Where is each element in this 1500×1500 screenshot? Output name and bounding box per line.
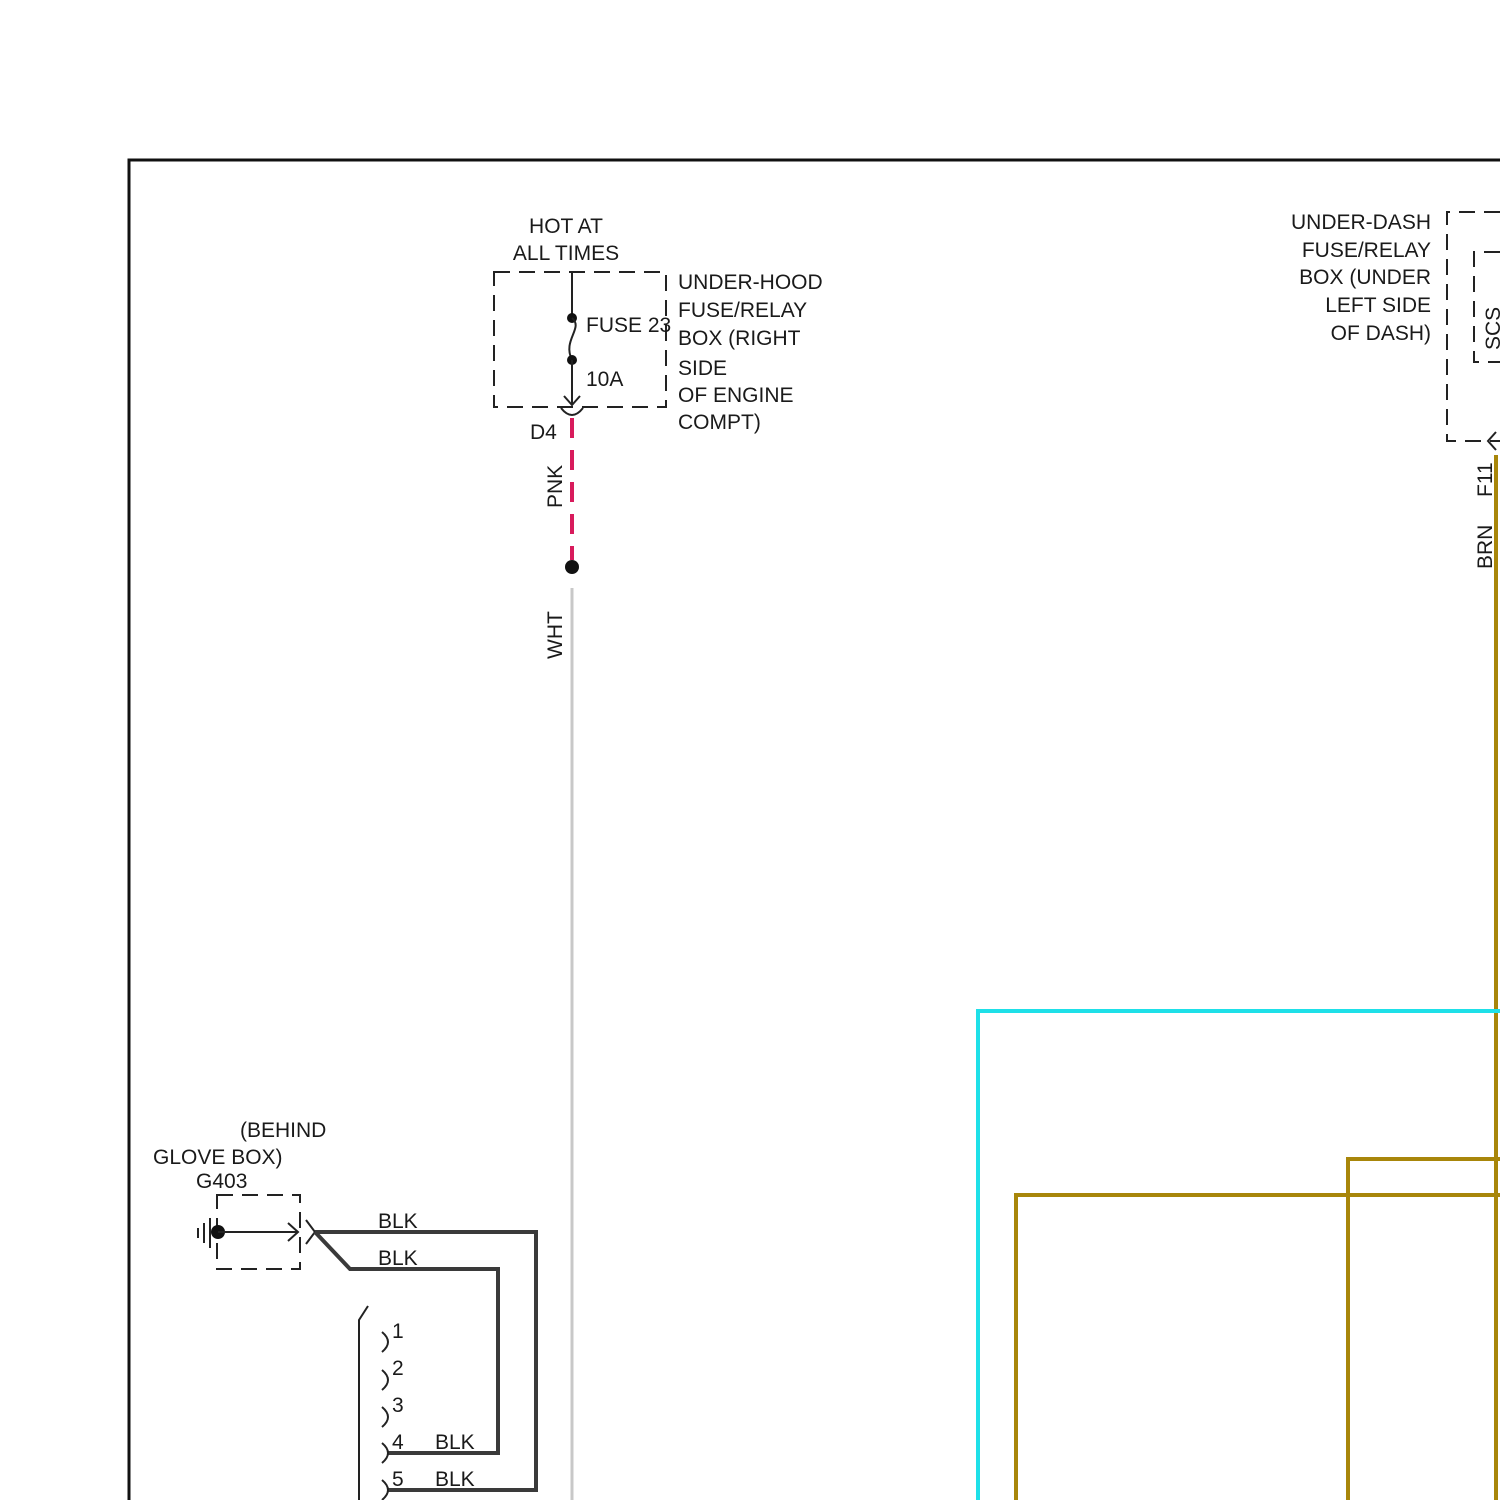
underhood-label-5: OF ENGINE: [678, 384, 794, 407]
connector-pin-4-icon: [382, 1443, 388, 1463]
underhood-label-3: BOX (RIGHT: [678, 327, 801, 350]
ground-location-line2: GLOVE BOX): [153, 1146, 283, 1169]
blk-wire-label-bottom: BLK: [378, 1247, 418, 1270]
underdash-label-3: BOX (UNDER: [1299, 266, 1431, 289]
connector-pin-2-icon: [382, 1370, 388, 1390]
connector-f11-label: F11: [1474, 462, 1497, 497]
fuse-name: FUSE 23: [586, 314, 671, 337]
connector-d4-label: D4: [530, 421, 557, 444]
connector-pin-5-label: 5: [392, 1468, 404, 1491]
underhood-label-1: UNDER-HOOD: [678, 271, 823, 294]
fuse-icon: [569, 318, 575, 360]
connector-d4-icon: [561, 408, 583, 415]
wht-wire-label: WHT: [544, 611, 567, 659]
underhood-label-4: SIDE: [678, 357, 727, 380]
connector-pin-5-wire: BLK: [435, 1468, 475, 1491]
underdash-label-1: UNDER-DASH: [1291, 211, 1431, 234]
connector-pin-3-icon: [382, 1407, 388, 1427]
underdash-label-2: FUSE/RELAY: [1302, 239, 1431, 262]
underdash-label-4: LEFT SIDE: [1325, 294, 1431, 317]
brn-branch-wire-1: [1016, 1195, 1500, 1500]
brn-branch-wire-2: [1348, 1159, 1500, 1500]
connector-pin-2-label: 2: [392, 1357, 404, 1380]
hot-at-line1: HOT AT: [529, 215, 603, 238]
underdash-fuse-box: UNDER-DASH FUSE/RELAY BOX (UNDER LEFT SI…: [1291, 211, 1500, 497]
underdash-partial-label: SCS: [1482, 307, 1500, 350]
ground-id: G403: [196, 1170, 247, 1193]
underdash-label-5: OF DASH): [1331, 322, 1431, 345]
underhood-fuse-box: HOT AT ALL TIMES FUSE 23 10A UNDER-HOOD …: [494, 215, 823, 444]
multi-pin-connector: 1 2 3 4 BLK 5 BLK: [359, 1306, 475, 1500]
fuse-rating: 10A: [586, 368, 623, 391]
cyan-wire: [978, 1011, 1500, 1500]
pnk-wire-label: PNK: [544, 465, 567, 508]
brn-wire-label: BRN: [1474, 525, 1497, 569]
ground-g403: (BEHIND GLOVE BOX) G403: [153, 1119, 326, 1269]
ground-connector-icon: [306, 1220, 315, 1244]
underhood-label-2: FUSE/RELAY: [678, 299, 807, 322]
blk-wire-label-top: BLK: [378, 1210, 418, 1233]
connector-body-outline: [359, 1306, 368, 1500]
underhood-box-outline: [494, 272, 666, 407]
underhood-label-6: COMPT): [678, 411, 761, 434]
connector-pin-1-label: 1: [392, 1320, 404, 1343]
ground-location-line1: (BEHIND: [240, 1119, 326, 1142]
splice-point: [565, 560, 579, 574]
connector-pin-3-label: 3: [392, 1394, 404, 1417]
connector-pin-1-icon: [382, 1332, 388, 1352]
connector-pin-5-icon: [382, 1480, 388, 1500]
diagram-frame: [129, 160, 1500, 1500]
hot-at-line2: ALL TIMES: [513, 242, 619, 265]
ground-icon: [198, 1218, 210, 1248]
connector-pin-4-label: 4: [392, 1431, 404, 1454]
connector-pin-4-wire: BLK: [435, 1431, 475, 1454]
